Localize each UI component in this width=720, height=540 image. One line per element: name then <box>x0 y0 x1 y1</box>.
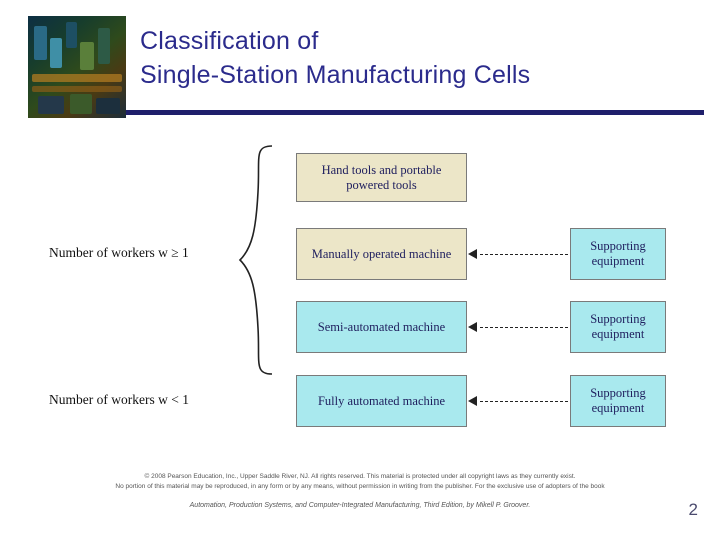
header-photo <box>28 16 126 118</box>
book-reference: Automation, Production Systems, and Comp… <box>189 502 531 509</box>
box-supporting-equipment-2: Supporting equipment <box>570 301 666 353</box>
box-semi-automated-machine: Semi-automated machine <box>296 301 467 353</box>
header-divider <box>126 110 704 115</box>
box-manually-operated-machine: Manually operated machine <box>296 228 467 280</box>
page-title-line2: Single-Station Manufacturing Cells <box>140 61 531 89</box>
copyright-line-1: © 2008 Pearson Education, Inc., Upper Sa… <box>144 473 576 480</box>
classification-diagram: Number of workers w ≥ 1 Number of worker… <box>0 118 720 468</box>
copyright-line-2: No portion of this material may be repro… <box>115 483 605 490</box>
box-supporting-equipment-3: Supporting equipment <box>570 375 666 427</box>
connector-line-3 <box>480 401 568 402</box>
slide-footer: © 2008 Pearson Education, Inc., Upper Sa… <box>0 472 720 519</box>
box-fully-automated-machine: Fully automated machine <box>296 375 467 427</box>
connector-arrowhead-1 <box>468 249 477 259</box>
slide-header: Classification of Single-Station Manufac… <box>0 0 720 118</box>
connector-arrowhead-3 <box>468 396 477 406</box>
page-title: Classification of Single-Station Manufac… <box>140 24 700 92</box>
box-supporting-equipment-1: Supporting equipment <box>570 228 666 280</box>
grouping-brace <box>238 144 274 381</box>
connector-arrowhead-2 <box>468 322 477 332</box>
connector-line-1 <box>480 254 568 255</box>
page-number: 2 <box>688 500 698 519</box>
label-workers-lt-1: Number of workers w < 1 <box>49 392 189 407</box>
page-title-line1: Classification of <box>140 27 319 55</box>
label-workers-ge-1: Number of workers w ≥ 1 <box>49 245 189 260</box>
box-hand-tools: Hand tools and portable powered tools <box>296 153 467 202</box>
connector-line-2 <box>480 327 568 328</box>
